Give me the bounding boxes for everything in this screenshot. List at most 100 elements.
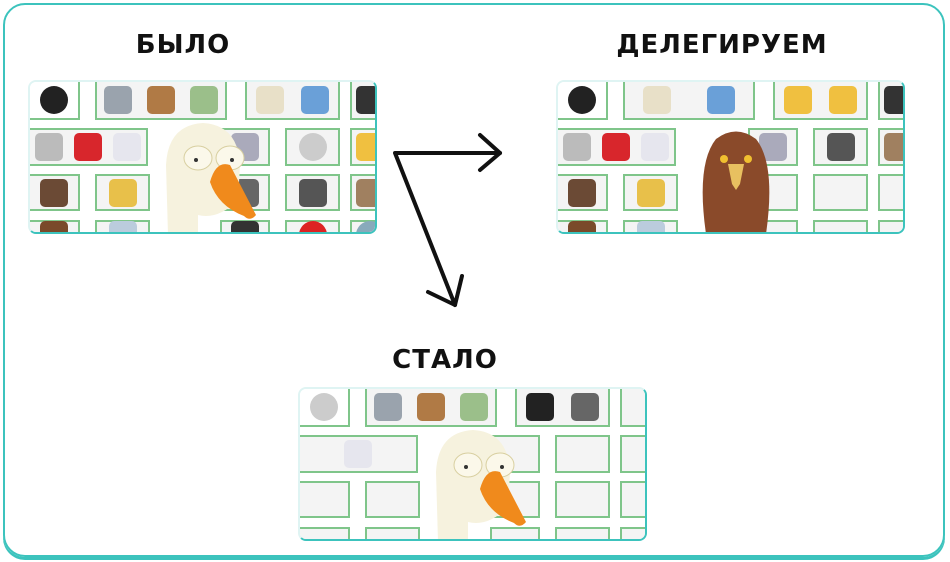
factory-icon bbox=[356, 178, 375, 207]
crane-icon bbox=[636, 178, 665, 207]
grid-cell bbox=[490, 527, 540, 539]
grid-cell bbox=[350, 220, 375, 232]
grid-cell bbox=[300, 389, 350, 427]
grid-cell bbox=[813, 128, 868, 166]
grid-cell bbox=[365, 481, 420, 518]
grid-cell bbox=[30, 174, 80, 211]
chart-icon bbox=[112, 133, 141, 161]
grid-cell bbox=[245, 82, 340, 120]
panel-after bbox=[298, 387, 647, 541]
briefcase-icon bbox=[568, 221, 596, 232]
grid-cell bbox=[558, 82, 608, 120]
file-cabinet-icon bbox=[298, 178, 327, 207]
chart-icon bbox=[640, 133, 669, 161]
grid-cell bbox=[300, 435, 418, 473]
eagle-illustration bbox=[696, 124, 776, 232]
magnifier-icon bbox=[356, 86, 375, 114]
bank-icon bbox=[374, 393, 403, 421]
grid-cell bbox=[620, 527, 645, 539]
grid-cell bbox=[350, 174, 375, 211]
grid-cell bbox=[350, 128, 375, 166]
grid-cell bbox=[555, 435, 610, 473]
compass-icon bbox=[298, 133, 327, 161]
grid-cell bbox=[220, 220, 270, 232]
eye-icon bbox=[568, 86, 596, 114]
grid-cell bbox=[878, 128, 903, 166]
control-knobs-icon bbox=[571, 393, 600, 421]
grid-cell bbox=[623, 220, 678, 232]
arrow-path bbox=[393, 151, 502, 307]
grid-cell bbox=[30, 128, 148, 166]
grid-cell bbox=[773, 82, 868, 120]
grid-cell bbox=[95, 220, 150, 232]
map-icon bbox=[108, 221, 137, 232]
grid-cell bbox=[365, 389, 497, 427]
grid-cell bbox=[515, 389, 610, 427]
fax-icon bbox=[563, 133, 592, 161]
grid-cell bbox=[813, 174, 868, 211]
telephone-icon bbox=[73, 133, 102, 161]
memo-icon bbox=[255, 86, 284, 114]
grid-cell bbox=[620, 389, 645, 427]
grid-cell bbox=[558, 220, 608, 232]
grid-cell bbox=[30, 220, 80, 232]
tv-icon bbox=[40, 178, 68, 207]
grid-cell bbox=[300, 481, 350, 518]
grid-cell bbox=[365, 527, 420, 539]
grid-cell bbox=[555, 481, 610, 518]
grid-cell bbox=[878, 82, 903, 120]
grid-cell bbox=[350, 82, 375, 120]
grid-cell bbox=[285, 174, 340, 211]
title-delegate: ДЕЛЕГИРУЕМ bbox=[616, 30, 828, 60]
goose-illustration bbox=[428, 427, 538, 539]
inbox-icon bbox=[707, 86, 735, 114]
package-icon bbox=[146, 86, 175, 114]
goose-illustration bbox=[158, 120, 268, 232]
panel-delegate bbox=[556, 80, 905, 234]
grid-cell bbox=[285, 220, 340, 232]
grid-cell bbox=[30, 82, 80, 120]
grid-cell bbox=[300, 527, 350, 539]
grid-cell bbox=[623, 174, 678, 211]
technologist-icon bbox=[783, 86, 812, 114]
file-cabinet-icon bbox=[826, 133, 855, 161]
eye-icon bbox=[40, 86, 68, 114]
pin-icon bbox=[298, 221, 327, 232]
crane-icon bbox=[108, 178, 137, 207]
joystick-icon bbox=[525, 393, 554, 421]
grid-cell bbox=[558, 128, 676, 166]
globe-icon bbox=[356, 221, 375, 232]
technologist-icon bbox=[356, 133, 375, 161]
memo-icon bbox=[643, 86, 671, 114]
battery-icon bbox=[231, 221, 259, 232]
tv-icon bbox=[568, 178, 596, 207]
package-icon bbox=[416, 393, 445, 421]
bank-icon bbox=[104, 86, 133, 114]
grid-cell bbox=[285, 128, 340, 166]
chart-icon bbox=[344, 440, 372, 468]
arrowhead-down bbox=[426, 274, 464, 307]
title-after: СТАЛО bbox=[392, 345, 498, 375]
grid-cell bbox=[878, 174, 903, 211]
map-icon bbox=[636, 221, 665, 232]
compass-icon bbox=[310, 393, 338, 421]
technologist-icon bbox=[829, 86, 858, 114]
grid-cell bbox=[558, 174, 608, 211]
grid-cell bbox=[813, 220, 868, 232]
fax-icon bbox=[35, 133, 64, 161]
diagram-frame bbox=[3, 3, 945, 557]
arrowhead-right bbox=[478, 133, 502, 172]
money-icon bbox=[189, 86, 218, 114]
telephone-icon bbox=[601, 133, 630, 161]
grid-cell bbox=[95, 82, 227, 120]
grid-cell bbox=[620, 481, 645, 518]
title-before: БЫЛО bbox=[135, 30, 231, 60]
panel-before bbox=[28, 80, 377, 234]
grid-cell bbox=[95, 174, 150, 211]
magnifier-icon bbox=[884, 86, 903, 114]
grid-cell bbox=[555, 527, 610, 539]
inbox-icon bbox=[301, 86, 330, 114]
grid-cell bbox=[878, 220, 903, 232]
grid-cell bbox=[620, 435, 645, 473]
